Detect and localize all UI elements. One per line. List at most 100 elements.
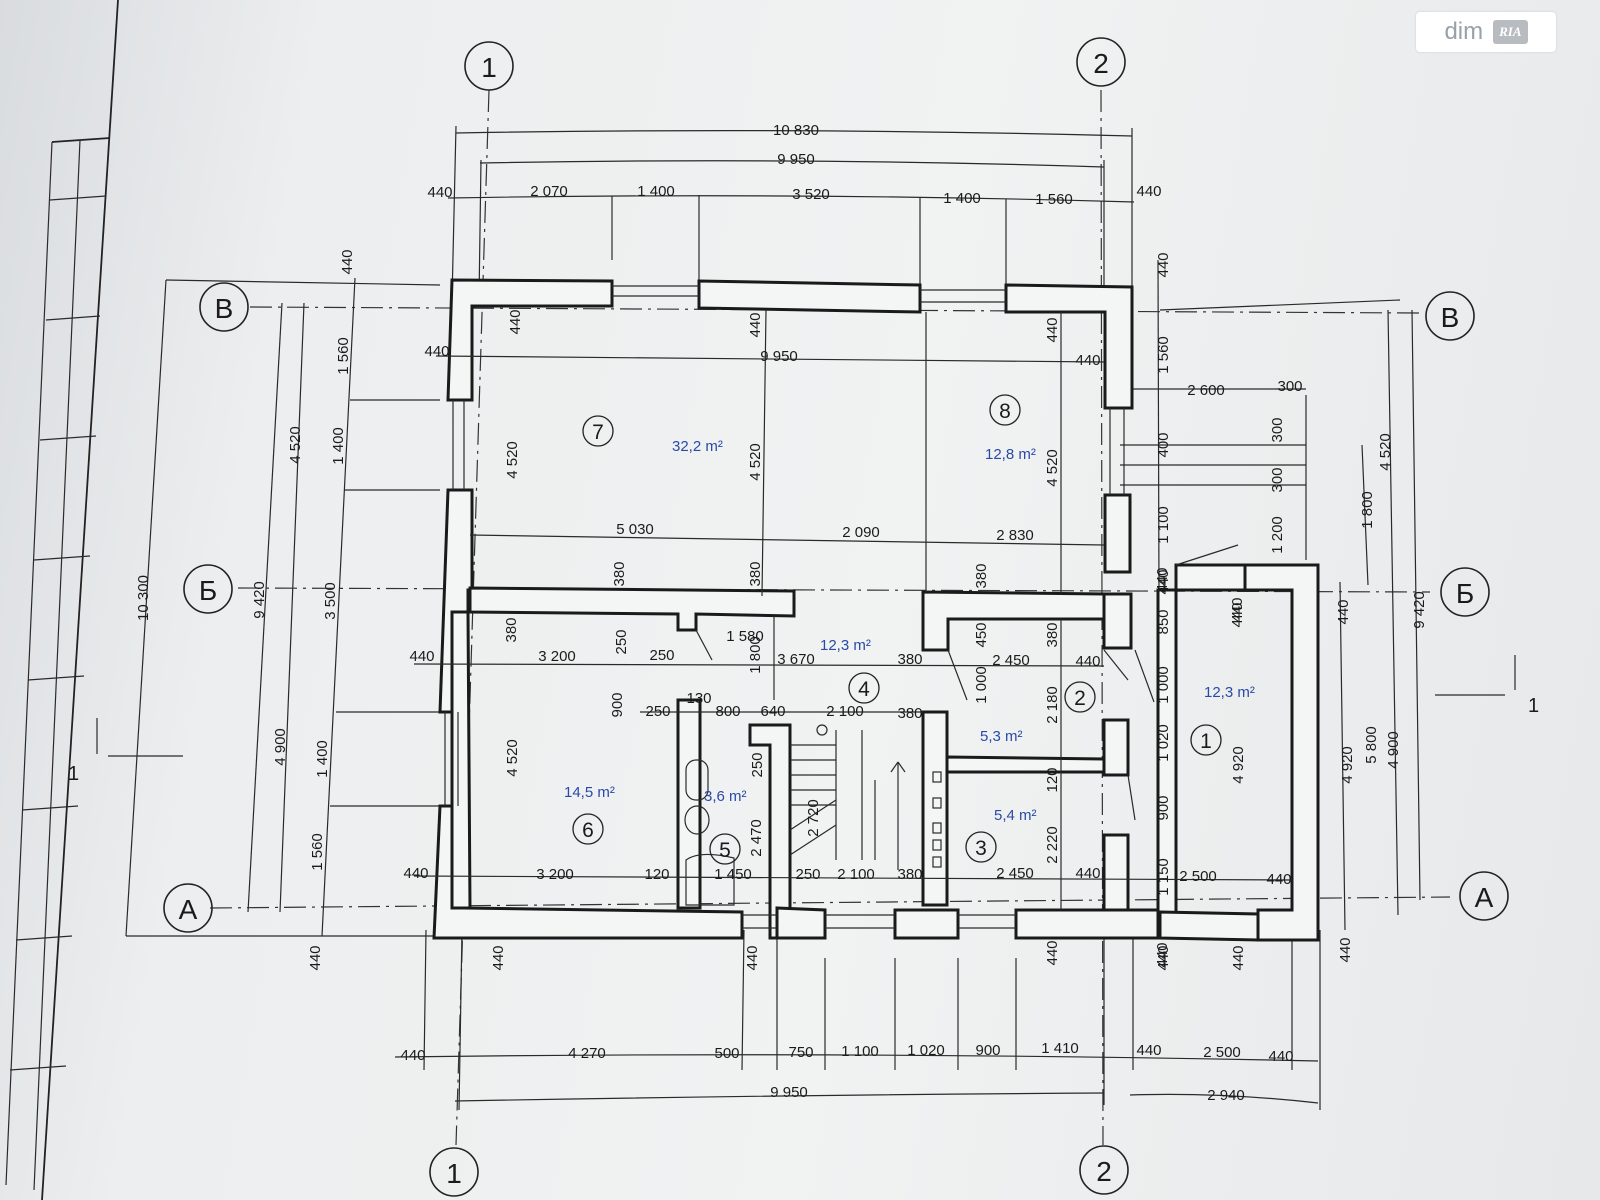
svg-text:6: 6 <box>582 819 594 842</box>
svg-text:1 200: 1 200 <box>1269 516 1286 554</box>
svg-text:1 150: 1 150 <box>1155 858 1172 896</box>
svg-text:В: В <box>215 293 234 324</box>
svg-text:380: 380 <box>611 561 628 586</box>
svg-text:3 500: 3 500 <box>322 582 339 620</box>
axis-bubble-v-left: В <box>199 282 249 332</box>
svg-text:4 920: 4 920 <box>1339 746 1356 784</box>
svg-text:1 800: 1 800 <box>747 636 764 674</box>
room-6: 6 14,5 m² <box>564 784 615 845</box>
windows <box>444 285 1125 929</box>
room-2: 2 5,3 m² <box>980 681 1096 745</box>
svg-text:380: 380 <box>973 563 990 588</box>
svg-text:1 000: 1 000 <box>1155 666 1172 704</box>
svg-text:12,3 m²: 12,3 m² <box>820 637 871 654</box>
svg-text:300: 300 <box>1277 378 1302 395</box>
svg-text:Б: Б <box>199 575 217 606</box>
svg-text:1 560: 1 560 <box>309 833 326 871</box>
svg-text:130: 130 <box>686 690 711 707</box>
svg-text:2 090: 2 090 <box>842 524 880 541</box>
svg-text:440: 440 <box>1155 252 1172 277</box>
svg-text:2 720: 2 720 <box>805 799 822 837</box>
svg-text:640: 640 <box>760 703 785 720</box>
axis-bubble-a-left: А <box>163 883 213 933</box>
svg-text:440: 440 <box>400 1047 425 1064</box>
svg-text:440: 440 <box>1154 942 1171 967</box>
room-4: 4 12,3 m² <box>820 637 880 704</box>
svg-text:3 200: 3 200 <box>536 866 574 883</box>
svg-text:380: 380 <box>897 705 922 722</box>
svg-text:440: 440 <box>1136 1042 1161 1059</box>
svg-text:4 900: 4 900 <box>272 728 289 766</box>
svg-text:440: 440 <box>744 945 761 970</box>
svg-text:2 600: 2 600 <box>1187 382 1225 399</box>
svg-text:1 400: 1 400 <box>314 740 331 778</box>
svg-text:4 520: 4 520 <box>504 739 521 777</box>
svg-text:440: 440 <box>409 648 434 665</box>
dimension-lines-bottom <box>394 929 1321 1111</box>
svg-text:440: 440 <box>1154 567 1171 592</box>
svg-text:8: 8 <box>999 400 1011 423</box>
svg-text:440: 440 <box>1155 945 1172 970</box>
svg-text:440: 440 <box>490 945 507 970</box>
svg-text:400: 400 <box>1155 432 1172 457</box>
dimension-labels-right: 9 420 4 520 4 900 5 800 4 920 440 1 560 … <box>1155 252 1428 970</box>
svg-text:9 420: 9 420 <box>1411 591 1428 629</box>
staircase <box>789 724 942 870</box>
axis-bubble-b-left: Б <box>183 564 233 614</box>
svg-text:12,8 m²: 12,8 m² <box>985 446 1036 463</box>
svg-text:440: 440 <box>1155 569 1172 594</box>
axis-bubble-a-right: А <box>1459 871 1509 921</box>
bathroom-fixtures <box>684 759 735 906</box>
section-mark-left: 1 <box>68 718 183 785</box>
svg-text:120: 120 <box>644 866 669 883</box>
title-block-strip <box>5 0 119 1200</box>
svg-text:5,3 m²: 5,3 m² <box>980 728 1023 745</box>
svg-text:2 500: 2 500 <box>1203 1044 1241 1061</box>
svg-text:750: 750 <box>788 1044 813 1061</box>
inner-dimension-lines <box>413 309 1293 910</box>
grid-axes <box>209 89 1451 1146</box>
svg-text:900: 900 <box>1155 795 1172 820</box>
svg-text:2 100: 2 100 <box>837 866 875 883</box>
svg-text:2 100: 2 100 <box>826 703 864 720</box>
svg-text:250: 250 <box>749 752 766 777</box>
svg-text:4 900: 4 900 <box>1385 731 1402 769</box>
svg-text:3 200: 3 200 <box>538 648 576 665</box>
svg-text:2 220: 2 220 <box>1044 826 1061 864</box>
svg-text:380: 380 <box>897 651 922 668</box>
svg-text:1 020: 1 020 <box>1155 724 1172 762</box>
dimension-lines-left <box>125 277 441 937</box>
svg-text:380: 380 <box>897 866 922 883</box>
svg-text:5: 5 <box>719 839 731 862</box>
svg-text:1 560: 1 560 <box>1035 191 1073 208</box>
section-label-right: 1 <box>1528 695 1539 717</box>
svg-text:900: 900 <box>975 1042 1000 1059</box>
svg-text:1 560: 1 560 <box>335 337 352 375</box>
svg-text:440: 440 <box>1268 1048 1293 1065</box>
svg-text:2: 2 <box>1096 1156 1112 1187</box>
svg-text:1 020: 1 020 <box>907 1042 945 1059</box>
svg-text:9 420: 9 420 <box>251 581 268 619</box>
svg-text:250: 250 <box>613 629 630 654</box>
dimension-lines-top <box>447 125 1135 301</box>
svg-text:450: 450 <box>973 622 990 647</box>
svg-text:2: 2 <box>1093 48 1109 79</box>
svg-text:А: А <box>1475 882 1494 913</box>
svg-text:440: 440 <box>507 309 524 334</box>
svg-text:1 400: 1 400 <box>330 427 347 465</box>
svg-text:440: 440 <box>1044 317 1061 342</box>
svg-text:440: 440 <box>1075 653 1100 670</box>
svg-text:14,5 m²: 14,5 m² <box>564 784 615 801</box>
svg-text:440: 440 <box>1229 602 1246 627</box>
svg-text:4 270: 4 270 <box>568 1045 606 1062</box>
svg-text:9 950: 9 950 <box>777 151 815 168</box>
svg-text:440: 440 <box>1230 945 1247 970</box>
dimension-labels-left: 10 300 9 420 4 520 4 900 440 1 560 1 400… <box>135 249 356 970</box>
svg-text:4 520: 4 520 <box>747 443 764 481</box>
svg-text:32,2 m²: 32,2 m² <box>672 438 723 455</box>
svg-text:10 300: 10 300 <box>135 575 152 621</box>
svg-text:440: 440 <box>747 312 764 337</box>
svg-text:440: 440 <box>1229 597 1246 622</box>
svg-text:4 520: 4 520 <box>504 441 521 479</box>
svg-text:12,3 m²: 12,3 m² <box>1204 684 1255 701</box>
